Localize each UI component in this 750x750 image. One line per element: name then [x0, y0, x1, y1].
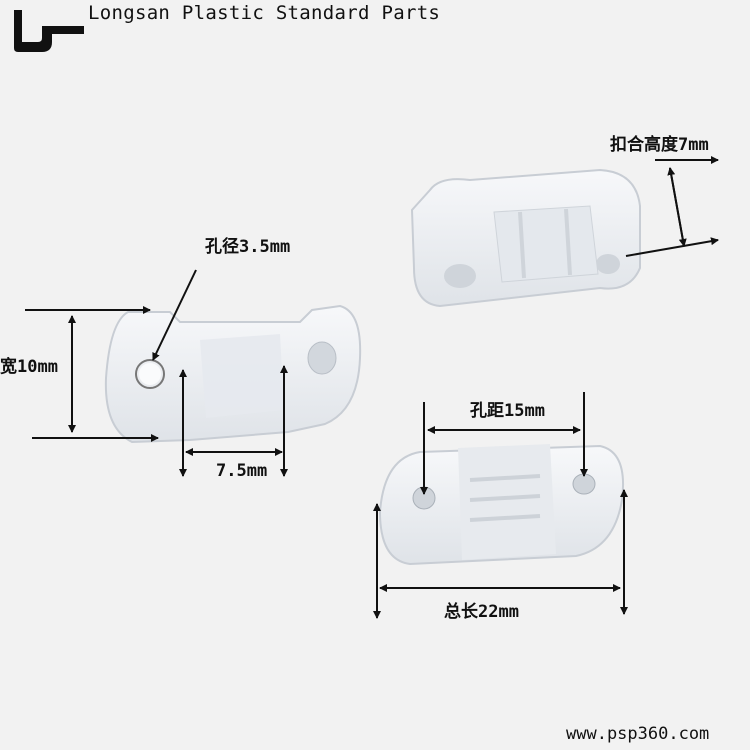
dimension-lines	[25, 156, 719, 619]
width-label: 宽10mm	[0, 357, 58, 377]
clip-height-label: 扣合高度7mm	[610, 135, 709, 155]
clip-part-top-view	[378, 444, 624, 566]
clip-part-side-view	[104, 304, 362, 444]
brand-title: Longsan Plastic Standard Parts	[88, 2, 441, 24]
hole-pitch-label: 孔距15mm	[470, 401, 545, 421]
hole-diameter-label: 孔径3.5mm	[205, 237, 291, 257]
clip-part-angled-view	[410, 168, 641, 308]
thickness-label: 7.5mm	[216, 461, 268, 481]
website-watermark: www.psp360.com	[566, 724, 710, 744]
longsan-logo-icon	[14, 10, 84, 52]
total-length-label: 总长22mm	[444, 602, 519, 622]
